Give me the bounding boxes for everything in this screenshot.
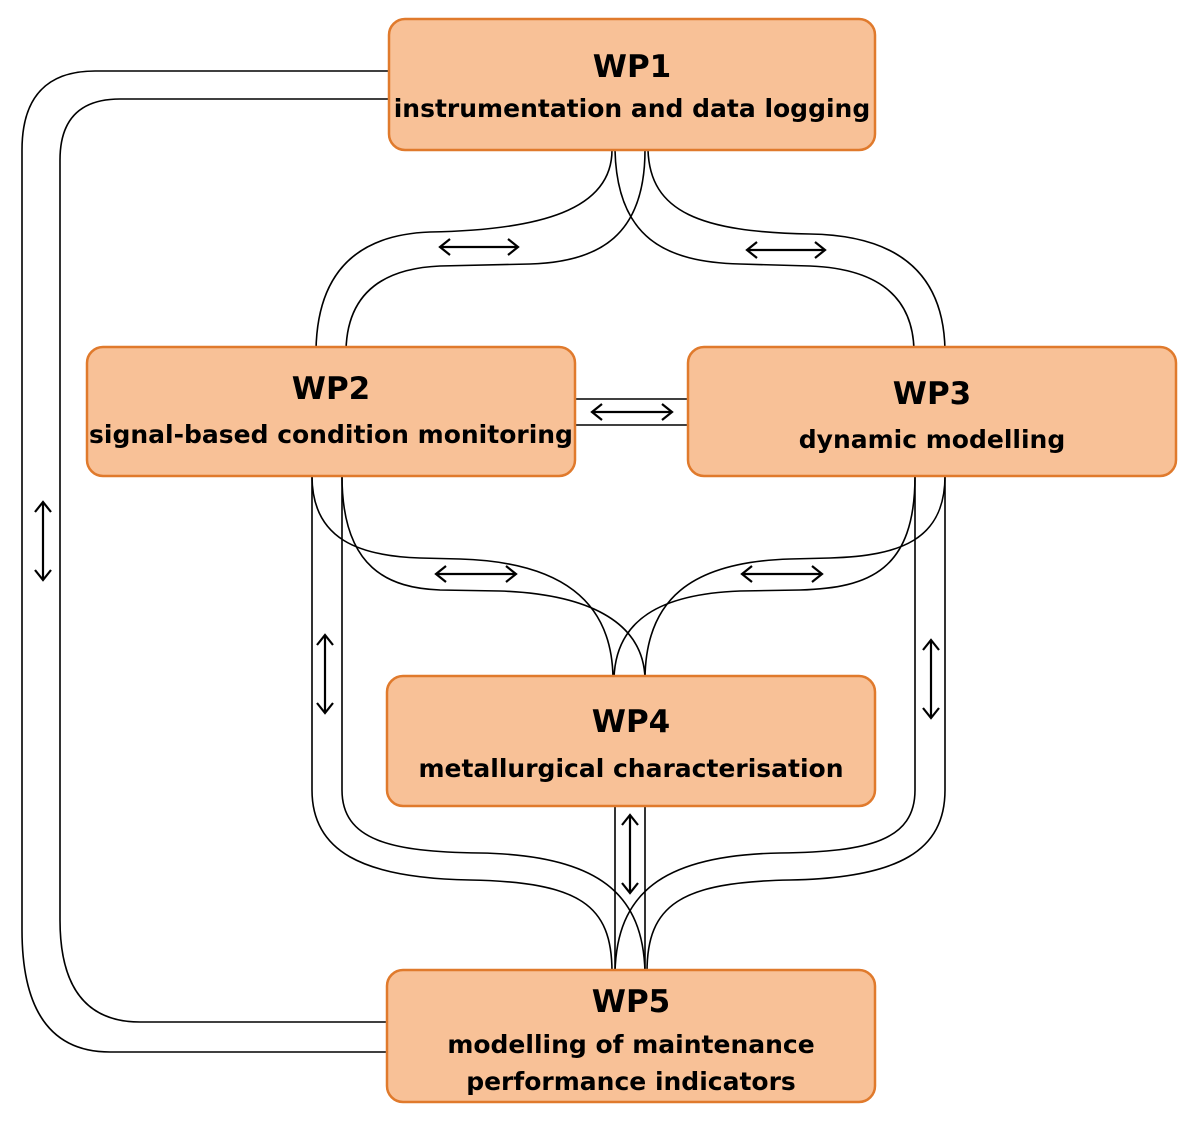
band-wp1-wp2-inner [345,149,646,351]
wp5-title: WP5 [592,984,670,1020]
wp1-box: WP1 instrumentation and data logging [387,17,877,152]
wp3-description: dynamic modelling [799,425,1065,454]
band-wp2-wp5-inner [341,476,646,973]
wp2-title: WP2 [292,371,370,407]
band-wp3-wp4-outer [644,475,946,679]
arrow-wp4-wp5 [621,813,639,895]
arrow-wp2-wp5 [316,633,334,715]
connection-bands [21,70,946,1053]
wp4-title: WP4 [592,704,670,740]
wp3-box: WP3 dynamic modelling [686,345,1178,478]
arrow-wp3-wp5 [922,638,940,720]
wp1-description: instrumentation and data logging [394,94,871,123]
band-wp2-wp4-outer [311,475,614,679]
band-wp2-wp5-outer [311,476,613,973]
band-wp3-wp5-inner [614,476,916,973]
band-wp1-wp5-outer [21,70,390,1053]
band-wp1-wp5-inner [59,98,390,1023]
band-wp2-wp4-inner [341,475,646,679]
arrow-wp1-wp3 [745,241,827,259]
wp2-description: signal-based condition monitoring [89,420,573,449]
band-wp1-wp2-outer [315,149,613,351]
arrow-wp1-wp5 [34,500,52,582]
wp5-description-line2: performance indicators [466,1067,796,1096]
band-wp1-wp3-inner [614,149,915,351]
band-wp3-wp5-outer [646,476,946,973]
arrow-wp3-wp4 [740,565,824,583]
band-wp3-wp4-inner [613,475,916,679]
arrow-wp2-wp3 [590,403,674,421]
wp5-description-line1: modelling of maintenance [447,1030,814,1059]
connection-arrows [34,238,940,895]
wp2-box: WP2 signal-based condition monitoring [85,345,577,478]
wp4-description: metallurgical characterisation [418,754,843,783]
wp4-box: WP4 metallurgical characterisation [385,674,877,808]
band-wp1-wp3-outer [647,149,946,351]
wp5-box: WP5 modelling of maintenance performance… [385,968,877,1104]
wp1-title: WP1 [593,49,671,85]
wp3-title: WP3 [893,376,971,412]
arrow-wp1-wp2 [438,238,520,256]
arrow-wp2-wp4 [434,565,518,583]
